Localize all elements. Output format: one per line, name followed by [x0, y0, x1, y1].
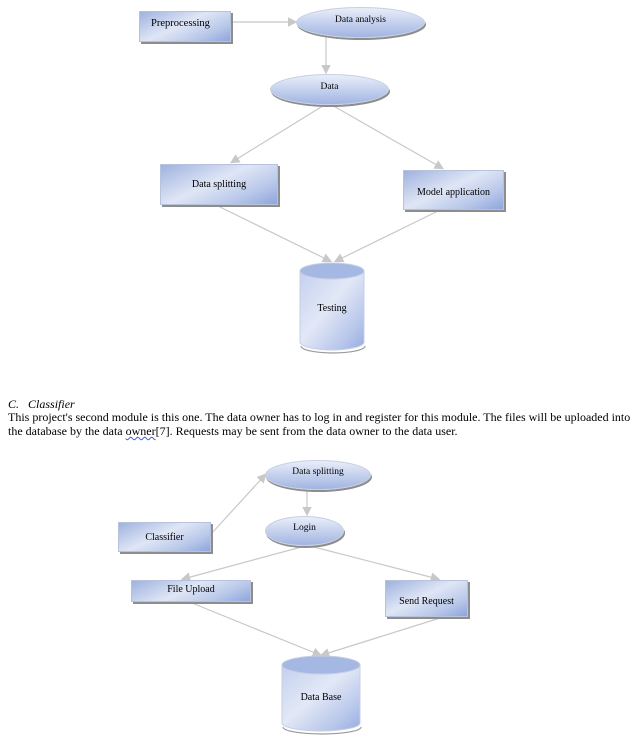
- arrow-login-to-request: [309, 545, 441, 582]
- arrow-splitting-to-testing: [217, 205, 333, 263]
- paragraph-text-end: [7]. Requests may be sent from the data …: [155, 424, 458, 438]
- paragraph-text: This project's second module is this one…: [8, 410, 631, 438]
- node-label: Data analysis: [335, 14, 386, 25]
- node-label: Preprocessing: [151, 18, 210, 29]
- node-model-application: Model application: [403, 170, 504, 210]
- node-label: Send Request: [399, 596, 454, 607]
- node-label: Classifier: [145, 531, 184, 543]
- spellcheck-word: owner: [125, 424, 156, 438]
- arrow-request-to-database: [319, 617, 441, 658]
- node-login: Login: [265, 516, 344, 546]
- node-preprocessing: Preprocessing: [139, 11, 231, 42]
- node-send-request: Send Request: [385, 580, 468, 617]
- node-database: Data Base: [281, 655, 362, 735]
- node-data: Data: [270, 74, 389, 105]
- node-label: Data: [320, 81, 339, 92]
- section-paragraph: This project's second module is this one…: [8, 410, 633, 438]
- node-label: Data splitting: [191, 179, 247, 190]
- node-label: Login: [293, 523, 316, 533]
- node-label: Model application: [416, 186, 491, 198]
- node-label: Data splitting: [292, 467, 344, 477]
- section-title: Classifier: [28, 397, 75, 411]
- node-label: Data Base: [300, 692, 342, 703]
- cylinder-shape: [299, 262, 366, 354]
- node-data-analysis: Data analysis: [296, 7, 425, 38]
- node-testing: Testing: [299, 262, 366, 354]
- arrow-classifier-to-splitting: [211, 473, 267, 534]
- section-heading: C. Classifier: [8, 397, 75, 412]
- arrow-login-to-upload: [180, 545, 306, 582]
- node-label: File Upload: [167, 583, 215, 595]
- node-classifier: Classifier: [118, 522, 211, 552]
- arrow-data-to-splitting: [229, 103, 327, 164]
- arrow-model-to-testing: [333, 210, 439, 263]
- node-file-upload: File Upload: [131, 580, 251, 602]
- node-data-splitting-2: Data splitting: [265, 460, 371, 490]
- node-data-splitting: Data splitting: [160, 164, 278, 205]
- arrow-upload-to-database: [191, 602, 323, 657]
- section-number: C.: [8, 397, 20, 411]
- node-label: Testing: [317, 303, 347, 314]
- arrow-data-to-model: [329, 103, 445, 170]
- cylinder-shape: [281, 655, 362, 735]
